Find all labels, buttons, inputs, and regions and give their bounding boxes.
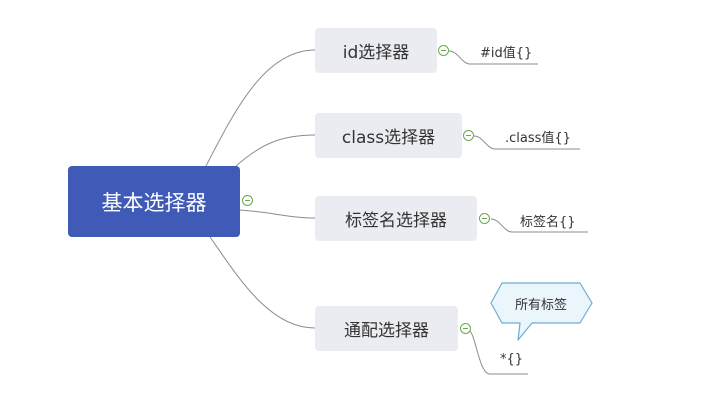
minus-circle-icon[interactable] bbox=[242, 195, 253, 206]
callout-bubble[interactable]: 所有标签 bbox=[490, 282, 594, 342]
root-node[interactable]: 基本选择器 bbox=[68, 166, 240, 237]
connector-class-leaf bbox=[473, 135, 580, 150]
branch-node-label: 通配选择器 bbox=[344, 321, 429, 341]
callout-text: 所有标签 bbox=[514, 297, 567, 313]
connector-root-class bbox=[235, 134, 316, 167]
branch-node-class-selector[interactable]: class选择器 bbox=[315, 113, 462, 158]
leaf-node-universal-syntax[interactable]: *{} bbox=[500, 352, 524, 367]
branch-node-universal-selector[interactable]: 通配选择器 bbox=[315, 306, 458, 351]
connector-root-id bbox=[205, 49, 316, 167]
callout-shape bbox=[490, 282, 593, 341]
minus-circle-icon[interactable] bbox=[438, 45, 449, 56]
connector-root-tag bbox=[239, 209, 316, 219]
connector-root-universal bbox=[209, 236, 316, 329]
branch-node-id-selector[interactable]: id选择器 bbox=[315, 28, 437, 73]
leaf-node-class-syntax[interactable]: .class值{} bbox=[505, 131, 571, 146]
branch-node-label: class选择器 bbox=[341, 128, 436, 148]
connector-id-leaf bbox=[448, 50, 538, 65]
leaf-node-tag-syntax[interactable]: 标签名{} bbox=[520, 215, 576, 230]
minus-circle-icon[interactable] bbox=[463, 130, 474, 141]
branch-node-tag-selector[interactable]: 标签名选择器 bbox=[315, 196, 477, 241]
branch-node-label: id选择器 bbox=[342, 43, 410, 63]
minus-circle-icon[interactable] bbox=[479, 213, 490, 224]
leaf-node-id-syntax[interactable]: #id值{} bbox=[480, 46, 533, 61]
root-node-label: 基本选择器 bbox=[101, 190, 207, 215]
minus-circle-icon[interactable] bbox=[460, 323, 471, 334]
connector-tag-leaf bbox=[490, 218, 588, 233]
branch-node-label: 标签名选择器 bbox=[345, 211, 447, 231]
